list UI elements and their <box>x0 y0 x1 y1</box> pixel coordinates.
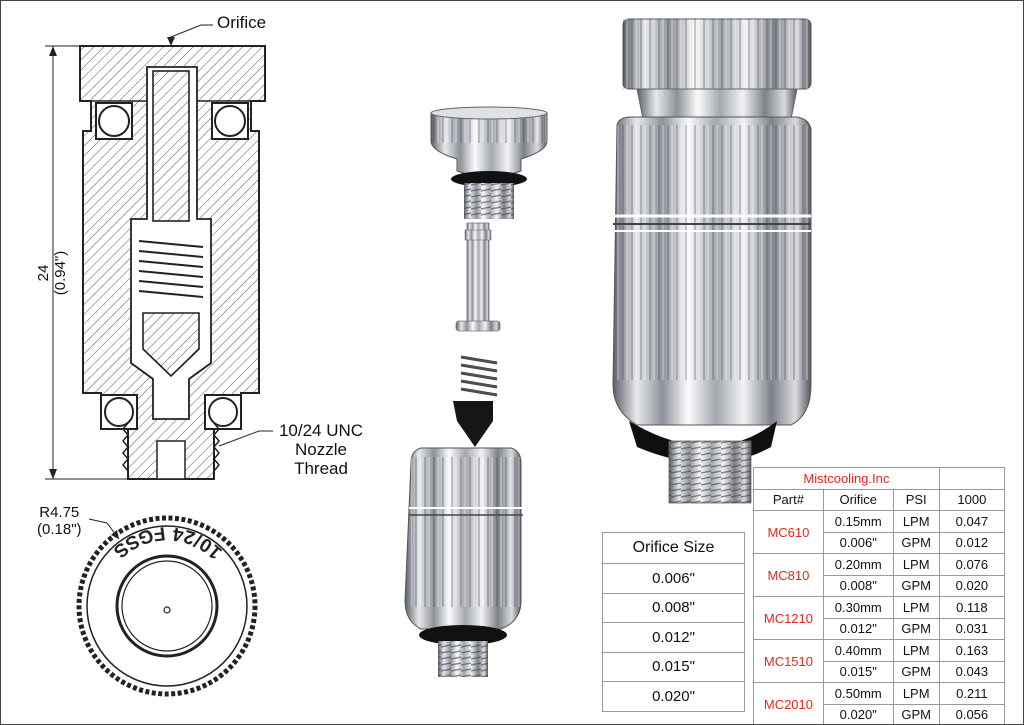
orifice-label: Orifice <box>217 13 267 32</box>
orifice-size-cell: 0.012" <box>602 622 745 653</box>
table-row: MC2010 0.50mm LPM 0.211 <box>753 682 1006 724</box>
flow-unit: GPM <box>892 574 940 597</box>
height-dimension: 24 (0.94") <box>35 223 70 323</box>
pin-section <box>152 70 190 222</box>
flow-unit: GPM <box>892 531 940 554</box>
thread-annotation: 10/24 UNC Nozzle Thread <box>273 421 369 478</box>
part-number: MC1210 <box>753 596 824 640</box>
flow-value: 0.043 <box>938 660 1006 683</box>
column-header-1000: 1000 <box>938 488 1006 511</box>
o-ring-bottom <box>100 394 242 430</box>
spring-section <box>138 240 204 298</box>
table-row: 0.006" GPM 0.012 <box>754 531 1006 554</box>
orifice-mm: 0.50mm <box>822 682 894 705</box>
radius-annotation: R4.75 (0.18") <box>37 504 82 539</box>
orifice-size-cell: 0.020" <box>602 681 745 712</box>
flow-value: 0.047 <box>938 510 1006 533</box>
orifice-mm: 0.40mm <box>822 639 894 662</box>
flow-unit: LPM <box>892 553 940 576</box>
thread-line-2: Nozzle <box>295 440 347 460</box>
part-number: MC610 <box>753 510 824 554</box>
orifice-in: 0.008" <box>822 574 894 597</box>
table-row: 0.012" GPM 0.031 <box>754 617 1006 640</box>
part-number: MC810 <box>753 553 824 597</box>
table-row: 0.020" GPM 0.056 <box>754 703 1006 724</box>
orifice-size-cell: 0.006" <box>602 563 745 594</box>
orifice-size-table: Orifice Size 0.006" 0.008" 0.012" 0.015"… <box>602 532 745 712</box>
orifice-in: 0.015" <box>822 660 894 683</box>
radius-mm: R4.75 <box>39 504 80 521</box>
orifice-size-cell: 0.008" <box>602 592 745 623</box>
part-flow-table: Mistcooling.Inc Part# Orifice PSI 1000 M… <box>753 467 1006 724</box>
flow-value: 0.163 <box>938 639 1006 662</box>
table-row: MC810 0.20mm LPM 0.076 <box>753 553 1006 597</box>
o-ring-top <box>95 102 249 140</box>
exploded-plunger <box>453 401 493 447</box>
orifice-hole <box>163 606 171 614</box>
exploded-spring <box>460 355 498 397</box>
flow-unit: GPM <box>892 617 940 640</box>
flow-unit: LPM <box>892 682 940 705</box>
thread-line-3: Thread <box>294 459 348 479</box>
part-number: MC2010 <box>753 682 824 724</box>
cross-section-view <box>45 24 273 480</box>
exploded-view <box>404 106 548 677</box>
blank-header-cell <box>938 467 1006 490</box>
thread-line-1: 10/24 UNC <box>278 421 364 440</box>
orifice-in: 0.006" <box>822 531 894 554</box>
flow-value: 0.211 <box>938 682 1006 705</box>
flow-value: 0.076 <box>938 553 1006 576</box>
plunger-section <box>142 312 200 378</box>
flow-value: 0.056 <box>938 703 1006 724</box>
flow-unit: GPM <box>892 660 940 683</box>
flow-value: 0.012 <box>938 531 1006 554</box>
flow-value: 0.031 <box>938 617 1006 640</box>
flow-unit: GPM <box>892 703 940 724</box>
exploded-body-seal <box>419 625 507 645</box>
orifice-size-cell: 0.015" <box>602 651 745 682</box>
flow-value: 0.020 <box>938 574 1006 597</box>
orifice-in: 0.020" <box>822 703 894 724</box>
orifice-mm: 0.15mm <box>822 510 894 533</box>
table-row: 0.008" GPM 0.020 <box>754 574 1006 597</box>
orifice-ring <box>115 554 219 658</box>
column-header-psi: PSI <box>892 488 940 511</box>
table-row: MC1510 0.40mm LPM 0.163 <box>753 639 1006 683</box>
height-in: (0.94") <box>52 250 70 296</box>
flow-value: 0.118 <box>938 596 1006 619</box>
orifice-in: 0.012" <box>822 617 894 640</box>
flow-unit: LPM <box>892 639 940 662</box>
table-row: MC610 0.15mm LPM 0.047 <box>753 510 1006 554</box>
orifice-mm: 0.20mm <box>822 553 894 576</box>
flow-unit: LPM <box>892 510 940 533</box>
cap-top-view: 10/24 FGSS <box>76 515 258 697</box>
table-row: MC1210 0.30mm LPM 0.118 <box>753 596 1006 640</box>
radius-in: (0.18") <box>37 521 82 539</box>
outlet-channel <box>156 440 186 480</box>
column-header-part: Part# <box>753 488 824 511</box>
part-number: MC1510 <box>753 639 824 683</box>
column-header-orifice: Orifice <box>822 488 894 511</box>
brand-header: Mistcooling.Inc <box>753 467 940 490</box>
orifice-size-header: Orifice Size <box>602 532 745 564</box>
assembled-nozzle <box>612 18 812 504</box>
height-mm: 24 <box>35 264 52 282</box>
orifice-mm: 0.30mm <box>822 596 894 619</box>
flow-unit: LPM <box>892 596 940 619</box>
